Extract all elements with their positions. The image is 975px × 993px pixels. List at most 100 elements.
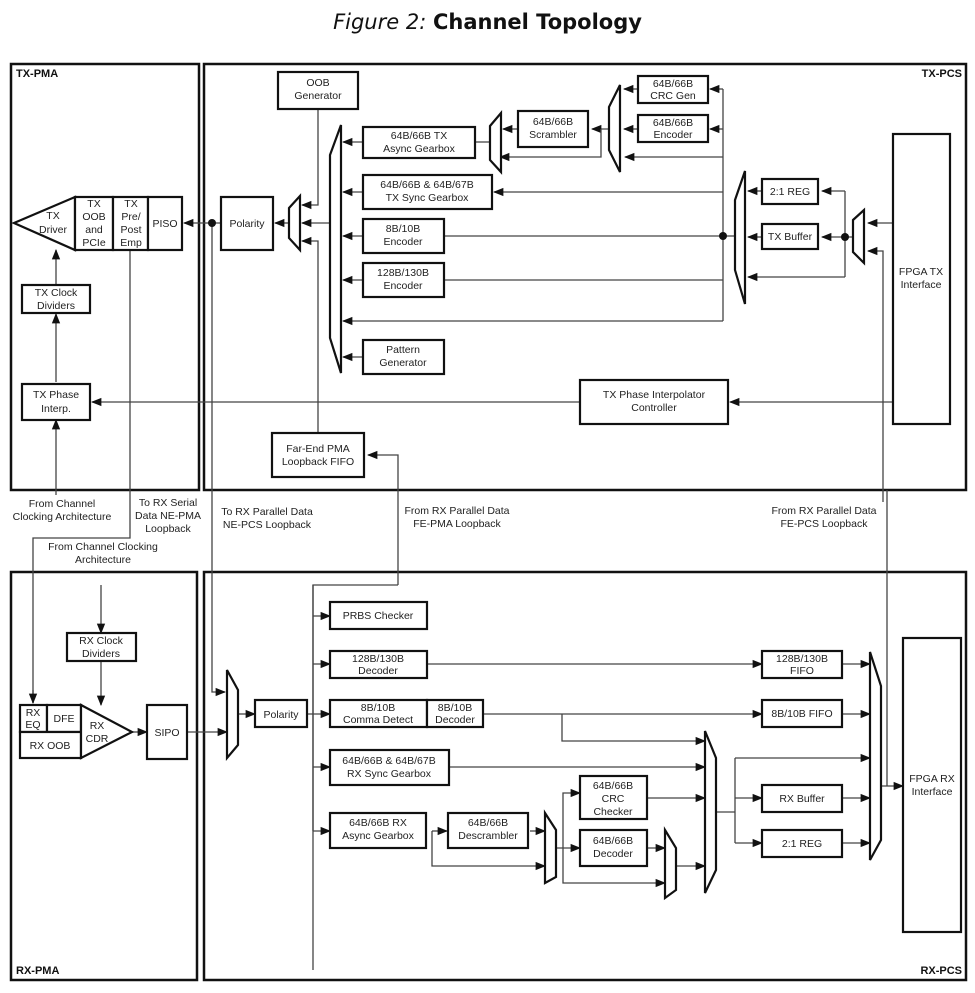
svg-text:Controller: Controller: [631, 402, 677, 414]
svg-text:To RX Serial: To RX Serial: [139, 497, 197, 509]
svg-text:EQ: EQ: [25, 719, 40, 731]
svg-text:Clocking Architecture: Clocking Architecture: [13, 511, 112, 523]
svg-text:OOB: OOB: [306, 77, 329, 89]
scrambler: 64B/66B Scrambler: [516, 109, 590, 149]
decoder-mux: [663, 826, 678, 901]
svg-text:FIFO: FIFO: [790, 665, 814, 677]
tx-clock-dividers: TX Clock Dividers: [20, 283, 92, 315]
svg-text:64B/66B: 64B/66B: [533, 116, 573, 128]
svg-text:From RX Parallel Data: From RX Parallel Data: [771, 505, 876, 517]
svg-text:Async Gearbox: Async Gearbox: [342, 830, 415, 842]
svg-text:128B/130B: 128B/130B: [377, 267, 429, 279]
svg-text:Dividers: Dividers: [37, 300, 75, 312]
svg-text:FE-PCS Loopback: FE-PCS Loopback: [781, 518, 869, 530]
svg-text:NE-PCS Loopback: NE-PCS Loopback: [223, 519, 312, 531]
encoder-128b130b: 128B/130B Encoder: [361, 261, 446, 299]
rx-pma-region: [9, 570, 199, 982]
svg-text:TX: TX: [124, 198, 137, 210]
svg-text:64B/66B & 64B/67B: 64B/66B & 64B/67B: [380, 179, 473, 191]
tx-sync-gearbox: 64B/66B & 64B/67B TX Sync Gearbox: [361, 173, 494, 211]
rx-polarity: Polarity: [253, 698, 309, 729]
svg-text:FPGA RX: FPGA RX: [909, 773, 955, 785]
svg-text:TX Phase: TX Phase: [33, 389, 79, 401]
svg-text:8B/10B FIFO: 8B/10B FIFO: [771, 708, 832, 720]
svg-text:64B/66B: 64B/66B: [468, 817, 508, 829]
svg-text:64B/66B: 64B/66B: [653, 117, 693, 129]
rx-2-1-reg: 2:1 REG: [760, 828, 844, 859]
figure-number: Figure 2:: [333, 10, 427, 34]
rx-sync-gearbox: 64B/66B & 64B/67B RX Sync Gearbox: [328, 748, 451, 787]
decoder-64b66b: 64B/66B Decoder: [578, 828, 649, 868]
pattern-generator: Pattern Generator: [361, 338, 446, 376]
tx-path-mux: [733, 170, 747, 305]
tx-2-1-reg: 2:1 REG: [760, 177, 820, 206]
scrambler-mux: [488, 109, 503, 175]
svg-text:RX OOB: RX OOB: [30, 740, 71, 752]
figure-title: Figure 2: Channel Topology: [0, 10, 975, 34]
svg-text:RX: RX: [26, 707, 41, 719]
svg-text:8B/10B: 8B/10B: [438, 702, 472, 714]
tx-phase-interpolator-controller: TX Phase Interpolator Controller: [578, 378, 730, 426]
svg-text:Comma Detect: Comma Detect: [343, 714, 413, 726]
descrambler-mux: [543, 809, 558, 885]
svg-text:From RX Parallel Data: From RX Parallel Data: [404, 505, 509, 517]
svg-text:FPGA TX: FPGA TX: [899, 266, 943, 278]
crc-gen: 64B/66B CRC Gen: [636, 74, 710, 105]
svg-text:PCIe: PCIe: [82, 237, 106, 249]
svg-text:OOB: OOB: [82, 211, 105, 223]
svg-text:CDR: CDR: [86, 733, 109, 745]
rx-oob: RX OOB: [18, 730, 83, 760]
svg-text:8B/10B: 8B/10B: [361, 702, 395, 714]
svg-text:Pre/: Pre/: [121, 211, 140, 223]
tx-oob-pcie-block: TX OOB and PCIe: [73, 195, 115, 252]
svg-text:Loopback FIFO: Loopback FIFO: [282, 456, 354, 468]
svg-text:DFE: DFE: [54, 713, 75, 725]
decoder-128b130b: 128B/130B Decoder: [328, 649, 429, 680]
svg-text:Encoder: Encoder: [653, 129, 693, 141]
descrambler: 64B/66B Descrambler: [446, 811, 530, 850]
svg-text:TX Clock: TX Clock: [35, 287, 78, 299]
comma-detect-8b10b: 8B/10B Comma Detect: [328, 698, 429, 729]
svg-text:Data NE-PMA: Data NE-PMA: [135, 510, 201, 522]
svg-text:64B/66B & 64B/67B: 64B/66B & 64B/67B: [342, 755, 435, 767]
rx-eq: RX EQ: [18, 703, 49, 734]
svg-text:64B/66B RX: 64B/66B RX: [349, 817, 407, 829]
svg-text:64B/66B: 64B/66B: [653, 78, 693, 90]
svg-text:Pattern: Pattern: [386, 344, 420, 356]
svg-text:2:1 REG: 2:1 REG: [782, 838, 822, 850]
svg-text:From Channel Clocking: From Channel Clocking: [48, 541, 158, 553]
fpga-tx-mux: [851, 207, 866, 266]
tx-main-mux: [328, 124, 343, 374]
fpga-rx-interface: FPGA RX Interface: [901, 636, 963, 934]
annotation-from-channel-clocking-rx: From Channel Clocking Architecture: [48, 541, 158, 566]
svg-text:2:1 REG: 2:1 REG: [770, 186, 810, 198]
tx-pma-label: TX-PMA: [16, 68, 58, 80]
svg-text:Emp: Emp: [120, 237, 142, 249]
prbs-checker: PRBS Checker: [328, 600, 429, 631]
svg-text:TX Phase Interpolator: TX Phase Interpolator: [603, 389, 706, 401]
svg-text:CRC Gen: CRC Gen: [650, 90, 696, 102]
rx-output-mux: [868, 651, 883, 861]
rx-buffer: RX Buffer: [760, 783, 844, 814]
encoder-select-mux: [607, 84, 622, 173]
svg-text:Far-End PMA: Far-End PMA: [286, 443, 350, 455]
tx-driver: TX Driver: [11, 195, 77, 252]
decoder-8b10b: 8B/10B Decoder: [425, 698, 485, 729]
svg-text:Async Gearbox: Async Gearbox: [383, 143, 456, 155]
svg-text:Descrambler: Descrambler: [458, 830, 518, 842]
rx-clock-dividers: RX Clock Dividers: [65, 631, 138, 663]
annotation-from-rx-parallel-fe-pma: From RX Parallel Data FE-PMA Loopback: [404, 505, 509, 530]
rx-wires: [96, 585, 905, 888]
rx-pcs-region: [202, 570, 968, 982]
svg-text:8B/10B: 8B/10B: [386, 223, 420, 235]
svg-text:64B/66B: 64B/66B: [593, 835, 633, 847]
rx-pcs-label: RX-PCS: [920, 965, 962, 977]
svg-text:To RX Parallel Data: To RX Parallel Data: [221, 506, 313, 518]
fifo-8b10b: 8B/10B FIFO: [760, 698, 844, 729]
svg-text:Decoder: Decoder: [593, 848, 633, 860]
rx-cdr: RX CDR: [79, 703, 135, 760]
tx-pcs-label: TX-PCS: [922, 68, 962, 80]
svg-text:64B/66B: 64B/66B: [593, 780, 633, 792]
tx-pcs-region: [202, 62, 968, 492]
